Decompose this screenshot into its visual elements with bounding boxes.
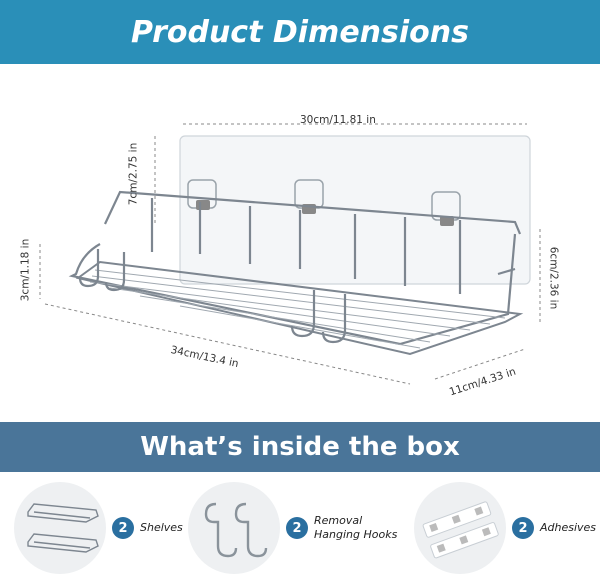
front-hooks — [78, 249, 347, 344]
mount-hook-right — [431, 191, 461, 226]
shelves-label: Shelves — [140, 521, 183, 535]
hooks-count-badge: 2 — [286, 517, 308, 539]
adhesive-icon — [422, 501, 499, 559]
adhesives-label: Adhesives — [540, 521, 597, 535]
adhesives-count-badge: 2 — [512, 517, 534, 539]
box-item-shelves: 2 Shelves — [14, 482, 183, 574]
hooks-label: Removal Hanging Hooks — [314, 514, 398, 541]
shelves-image — [14, 482, 106, 574]
product-dimensions-title: Product Dimensions — [131, 14, 469, 50]
shelf-icon — [27, 503, 99, 553]
hooks-image — [188, 482, 280, 574]
product-dimensions-banner: Product Dimensions — [0, 0, 600, 64]
adhesives-image — [414, 482, 506, 574]
dimension-illustration: 30cm/11.81 in 7cm/2.75 in 3cm/1.18 in 34… — [0, 64, 600, 422]
dimension-guides — [39, 123, 541, 385]
plate-height-label: 7cm/2.75 in — [127, 142, 140, 206]
inside-box-title: What’s inside the box — [140, 432, 460, 462]
hook-icon — [204, 502, 268, 558]
inside-box-banner: What’s inside the box — [0, 422, 600, 472]
top-width-label: 30cm/11.81 in — [300, 114, 376, 126]
shelf-grid — [89, 269, 506, 349]
box-item-adhesives: 2 Adhesives — [414, 482, 596, 574]
shelf-diagram — [39, 123, 541, 385]
box-item-hooks: 2 Removal Hanging Hooks — [188, 482, 397, 574]
shelves-count-badge: 2 — [112, 517, 134, 539]
side-height-label: 6cm/2.36 in — [547, 246, 560, 310]
front-height-label: 3cm/1.18 in — [19, 238, 32, 302]
wire-shelf — [68, 190, 524, 356]
